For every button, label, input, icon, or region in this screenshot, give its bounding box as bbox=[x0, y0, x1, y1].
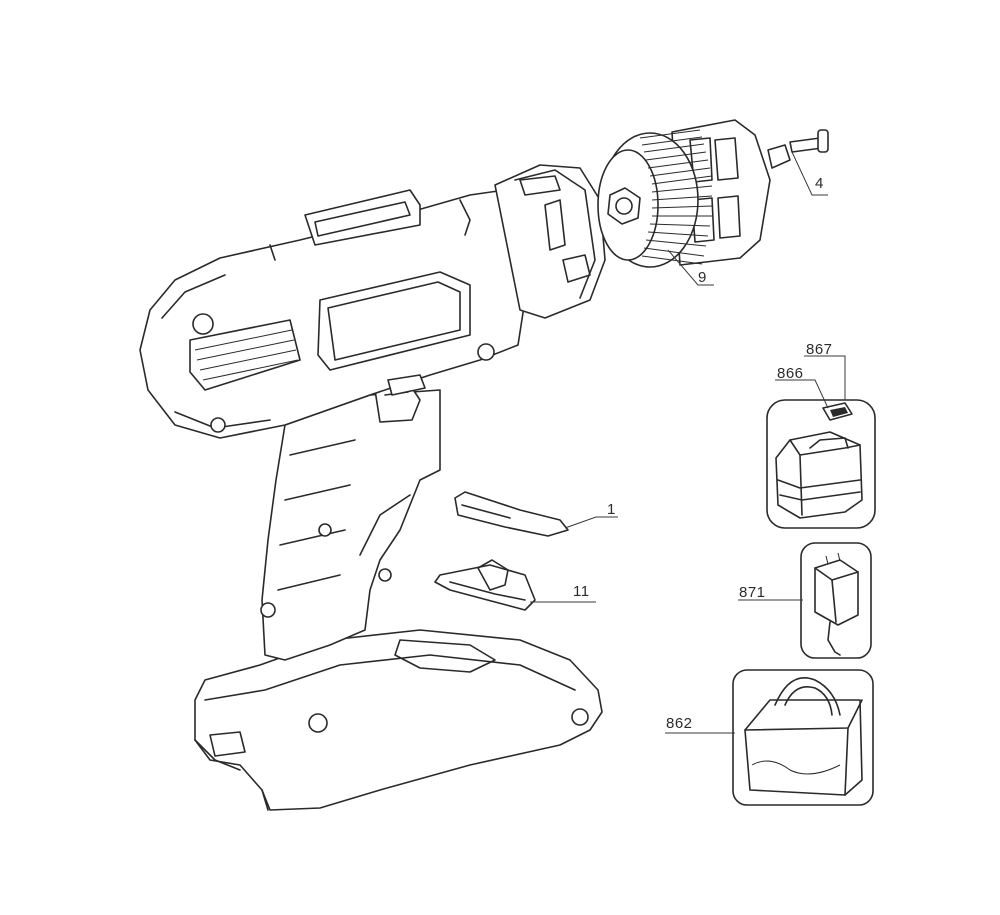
battery-panel bbox=[766, 399, 876, 529]
label-862: 862 bbox=[666, 715, 693, 732]
chuck-part bbox=[597, 119, 791, 268]
label-1: 1 bbox=[607, 501, 616, 518]
drill-body bbox=[139, 164, 606, 811]
charger-panel bbox=[800, 542, 872, 659]
chuck-screw-part bbox=[789, 129, 829, 153]
label-871: 871 bbox=[739, 584, 766, 601]
bag-panel bbox=[732, 669, 874, 806]
label-9: 9 bbox=[698, 269, 707, 286]
label-866: 866 bbox=[777, 365, 804, 382]
bit-holder-part bbox=[434, 559, 536, 611]
leader-lines bbox=[530, 151, 846, 734]
label-867: 867 bbox=[806, 341, 833, 358]
label-4: 4 bbox=[815, 175, 824, 192]
screwdriver-bit-part bbox=[454, 491, 569, 537]
label-11: 11 bbox=[573, 583, 590, 600]
